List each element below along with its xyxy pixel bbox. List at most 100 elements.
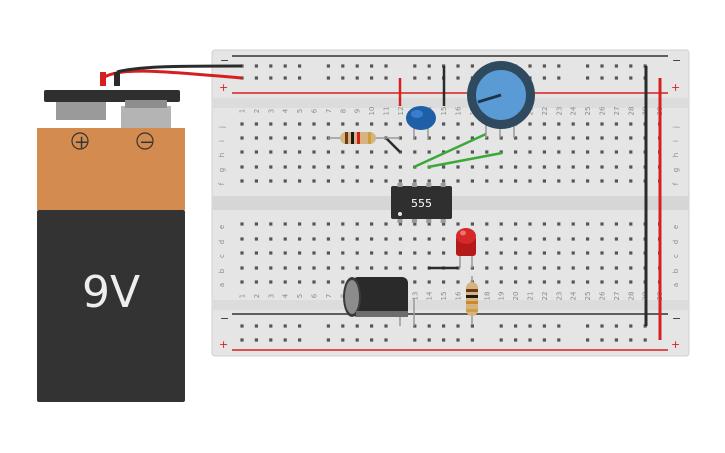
- breadboard-hole[interactable]: [283, 122, 287, 126]
- breadboard-hole[interactable]: [586, 324, 590, 328]
- breadboard-hole[interactable]: [370, 165, 374, 169]
- 9v-battery[interactable]: + − 9V: [37, 72, 185, 402]
- breadboard-hole[interactable]: [456, 222, 460, 226]
- breadboard-hole[interactable]: [254, 136, 258, 140]
- breadboard-hole[interactable]: [413, 338, 417, 342]
- breadboard-hole[interactable]: [499, 338, 503, 342]
- breadboard-hole[interactable]: [298, 251, 302, 255]
- breadboard-hole[interactable]: [384, 222, 388, 226]
- breadboard-hole[interactable]: [312, 136, 316, 140]
- breadboard-hole[interactable]: [629, 280, 633, 284]
- breadboard-hole[interactable]: [384, 251, 388, 255]
- breadboard-hole[interactable]: [326, 76, 330, 80]
- breadboard-hole[interactable]: [528, 324, 532, 328]
- breadboard-hole[interactable]: [456, 122, 460, 126]
- breadboard-hole[interactable]: [283, 150, 287, 154]
- breadboard-hole[interactable]: [542, 150, 546, 154]
- breadboard-hole[interactable]: [269, 280, 273, 284]
- breadboard-hole[interactable]: [384, 237, 388, 241]
- breadboard-hole[interactable]: [254, 266, 258, 270]
- breadboard-hole[interactable]: [470, 122, 474, 126]
- breadboard-hole[interactable]: [312, 266, 316, 270]
- breadboard-hole[interactable]: [629, 76, 633, 80]
- breadboard-hole[interactable]: [341, 251, 345, 255]
- breadboard-hole[interactable]: [499, 179, 503, 183]
- breadboard-hole[interactable]: [427, 222, 431, 226]
- breadboard-hole[interactable]: [456, 338, 460, 342]
- breadboard-hole[interactable]: [341, 179, 345, 183]
- breadboard-hole[interactable]: [600, 324, 604, 328]
- breadboard-hole[interactable]: [542, 76, 546, 80]
- breadboard-hole[interactable]: [370, 338, 374, 342]
- breadboard-hole[interactable]: [557, 251, 561, 255]
- breadboard-hole[interactable]: [629, 122, 633, 126]
- breadboard-hole[interactable]: [341, 280, 345, 284]
- breadboard-hole[interactable]: [326, 266, 330, 270]
- breadboard-hole[interactable]: [528, 237, 532, 241]
- breadboard-hole[interactable]: [571, 251, 575, 255]
- breadboard-hole[interactable]: [557, 237, 561, 241]
- breadboard-hole[interactable]: [442, 136, 446, 140]
- breadboard-hole[interactable]: [614, 324, 618, 328]
- breadboard-hole[interactable]: [355, 122, 359, 126]
- resistor-bottom[interactable]: [466, 276, 478, 325]
- breadboard-hole[interactable]: [571, 266, 575, 270]
- breadboard-hole[interactable]: [283, 64, 287, 68]
- breadboard-hole[interactable]: [312, 165, 316, 169]
- breadboard-hole[interactable]: [298, 165, 302, 169]
- breadboard-hole[interactable]: [629, 150, 633, 154]
- breadboard-hole[interactable]: [542, 136, 546, 140]
- breadboard-hole[interactable]: [298, 324, 302, 328]
- breadboard-hole[interactable]: [571, 280, 575, 284]
- breadboard-hole[interactable]: [427, 324, 431, 328]
- breadboard-hole[interactable]: [254, 338, 258, 342]
- breadboard-hole[interactable]: [398, 122, 402, 126]
- breadboard-hole[interactable]: [370, 122, 374, 126]
- breadboard-hole[interactable]: [355, 222, 359, 226]
- breadboard-hole[interactable]: [269, 64, 273, 68]
- breadboard-hole[interactable]: [456, 136, 460, 140]
- breadboard-hole[interactable]: [629, 237, 633, 241]
- breadboard-hole[interactable]: [254, 64, 258, 68]
- breadboard-hole[interactable]: [398, 136, 402, 140]
- breadboard-hole[interactable]: [528, 251, 532, 255]
- breadboard-hole[interactable]: [528, 150, 532, 154]
- breadboard-hole[interactable]: [600, 237, 604, 241]
- breadboard-hole[interactable]: [470, 222, 474, 226]
- breadboard-hole[interactable]: [629, 222, 633, 226]
- breadboard-hole[interactable]: [283, 179, 287, 183]
- breadboard-hole[interactable]: [413, 237, 417, 241]
- breadboard-hole[interactable]: [326, 222, 330, 226]
- breadboard-hole[interactable]: [341, 150, 345, 154]
- breadboard-hole[interactable]: [413, 179, 417, 183]
- breadboard-hole[interactable]: [542, 266, 546, 270]
- breadboard-hole[interactable]: [355, 338, 359, 342]
- breadboard-hole[interactable]: [586, 76, 590, 80]
- breadboard-hole[interactable]: [269, 266, 273, 270]
- breadboard-hole[interactable]: [442, 324, 446, 328]
- breadboard-hole[interactable]: [384, 76, 388, 80]
- breadboard-hole[interactable]: [542, 179, 546, 183]
- breadboard-hole[interactable]: [254, 237, 258, 241]
- breadboard-hole[interactable]: [528, 136, 532, 140]
- breadboard-hole[interactable]: [341, 237, 345, 241]
- breadboard-hole[interactable]: [600, 222, 604, 226]
- breadboard-hole[interactable]: [499, 165, 503, 169]
- breadboard-hole[interactable]: [355, 324, 359, 328]
- breadboard-hole[interactable]: [557, 280, 561, 284]
- breadboard-hole[interactable]: [485, 136, 489, 140]
- breadboard-hole[interactable]: [514, 150, 518, 154]
- breadboard-hole[interactable]: [398, 237, 402, 241]
- breadboard-hole[interactable]: [427, 237, 431, 241]
- breadboard-hole[interactable]: [283, 251, 287, 255]
- breadboard-hole[interactable]: [614, 150, 618, 154]
- breadboard-hole[interactable]: [571, 165, 575, 169]
- breadboard-hole[interactable]: [283, 324, 287, 328]
- breadboard-hole[interactable]: [456, 324, 460, 328]
- breadboard-hole[interactable]: [586, 165, 590, 169]
- breadboard-hole[interactable]: [341, 222, 345, 226]
- breadboard-hole[interactable]: [485, 222, 489, 226]
- breadboard-hole[interactable]: [528, 280, 532, 284]
- breadboard-hole[interactable]: [557, 165, 561, 169]
- breadboard-hole[interactable]: [298, 280, 302, 284]
